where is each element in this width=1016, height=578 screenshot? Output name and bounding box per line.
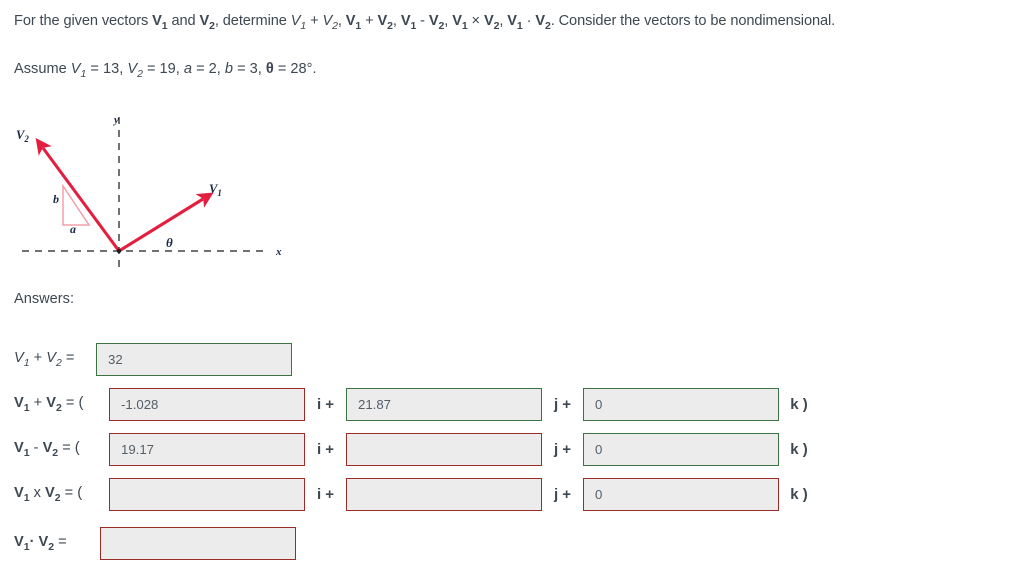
input-v1-minus-v2-i[interactable]: 19.17 — [109, 432, 305, 466]
assume-word: Assume — [14, 61, 71, 77]
assume-v1-eq: = 13, — [86, 61, 128, 77]
symbol-v1-bold-5: V1 — [507, 13, 523, 32]
input-v1-dot-v2[interactable] — [100, 526, 296, 560]
symbol-v2-italic: V2 — [322, 13, 338, 32]
statement-text-4: . Consider the vectors to be nondimensio… — [550, 13, 836, 29]
assumptions-line: Assume V1 = 13, V2 = 19, a = 2, b = 3, θ… — [14, 61, 317, 81]
symbol-v1-italic: V1 — [290, 13, 307, 32]
symbol-v2-bold-3: V2 — [428, 13, 445, 32]
separator-i-plus-row3: i + — [316, 440, 335, 458]
statement-text-3: , determine — [214, 13, 291, 29]
separator-i-plus-row4: i + — [316, 485, 335, 503]
input-v1-plus-v2-magnitude[interactable]: 32 — [96, 342, 292, 376]
assume-b: b — [224, 61, 234, 77]
op-minus: - — [416, 13, 429, 29]
answers-heading: Answers: — [14, 291, 75, 307]
separator-j-plus-row3: j + — [553, 440, 572, 458]
answer-row-v1-minus-v2-components: V1 - V2 = ( 19.17 i + j + 0 k ) — [0, 432, 819, 466]
answer-row-v1-plus-v2-magnitude: V1 + V2 = 32 — [0, 342, 292, 376]
op-cross: × — [467, 13, 484, 29]
symbol-v2-bold-2: V2 — [377, 13, 393, 32]
assume-theta-eq: = 28°. — [273, 61, 317, 77]
row-label-v1-cross-v2: V1 x V2 = ( — [14, 484, 83, 504]
vector-v2-label: V2 — [16, 128, 29, 144]
symbol-v1-bold-3: V1 — [400, 13, 417, 32]
row-label-v1-minus-v2: V1 - V2 = ( — [14, 439, 80, 459]
statement-text-2: and — [167, 13, 200, 29]
vector-v1-arrow — [118, 192, 214, 253]
answer-row-v1-plus-v2-components: V1 + V2 = ( -1.028 i + 21.87 j + 0 k ) — [0, 387, 819, 421]
answer-row-v1-dot-v2: V1· V2 = — [0, 526, 296, 560]
y-axis-label: y — [112, 114, 119, 126]
symbol-v1-bold-4: V1 — [452, 13, 468, 32]
axis-lines — [22, 117, 268, 272]
symbol-v2-bold-5: V2 — [535, 13, 551, 32]
row-label-v1-dot-v2: V1· V2 = — [14, 533, 67, 553]
separator-i-plus-row2: i + — [316, 395, 335, 413]
leg-a-label: a — [70, 222, 76, 236]
separator-j-plus-row4: j + — [553, 485, 572, 503]
angle-theta-label: θ — [166, 235, 173, 250]
input-v1-cross-v2-j[interactable] — [346, 477, 542, 511]
problem-statement: For the given vectors V1 and V2, determi… — [14, 13, 1009, 33]
comma-4: , — [499, 13, 508, 29]
op-plus-2: + — [361, 13, 378, 29]
input-v1-minus-v2-k[interactable]: 0 — [583, 432, 779, 466]
separator-j-plus-row2: j + — [553, 395, 572, 413]
symbol-v1-bold-2: V1 — [345, 13, 362, 32]
origin-dot — [116, 248, 122, 254]
assume-v1: V1 — [70, 61, 87, 80]
symbol-v2-bold: V2 — [199, 13, 215, 32]
separator-k-close-row3: k ) — [790, 440, 808, 458]
comma-3: , — [444, 13, 453, 29]
assume-v2-eq: = 19, — [142, 61, 184, 77]
input-v1-minus-v2-j[interactable] — [346, 432, 542, 466]
reference-triangle — [62, 183, 91, 226]
row-label-v1-plus-v2: V1 + V2 = ( — [14, 394, 84, 414]
separator-k-close-row2: k ) — [790, 395, 808, 413]
symbol-v2-bold-4: V2 — [483, 13, 500, 32]
row-label-magnitude: V1 + V2 = — [14, 349, 75, 369]
assume-v2: V2 — [127, 61, 143, 80]
comma-1: , — [337, 13, 346, 29]
x-axis-label: x — [275, 246, 282, 258]
vector-v1-label: V1 — [209, 182, 222, 198]
symbol-v1-bold: V1 — [152, 13, 168, 32]
comma-2: , — [392, 13, 401, 29]
input-v1-plus-v2-i[interactable]: -1.028 — [109, 387, 305, 421]
statement-text-1: For the given vectors — [14, 13, 153, 29]
answer-row-v1-cross-v2-components: V1 x V2 = ( i + j + 0 k ) — [0, 477, 819, 511]
assume-theta: θ — [265, 61, 274, 77]
vector-v2-arrow — [35, 138, 121, 252]
leg-b-label: b — [53, 192, 59, 206]
input-v1-plus-v2-k[interactable]: 0 — [583, 387, 779, 421]
input-v1-cross-v2-k[interactable]: 0 — [583, 477, 779, 511]
separator-k-close-row4: k ) — [790, 485, 808, 503]
input-v1-cross-v2-i[interactable] — [109, 477, 305, 511]
vector-diagram: x y b a V2 V1 θ — [0, 100, 300, 280]
assume-a: a — [183, 61, 193, 77]
assume-b-eq: = 3, — [233, 61, 266, 77]
assume-a-eq: = 2, — [192, 61, 225, 77]
op-dot: · — [522, 13, 536, 29]
input-v1-plus-v2-j[interactable]: 21.87 — [346, 387, 542, 421]
op-plus-1: + — [306, 13, 323, 29]
